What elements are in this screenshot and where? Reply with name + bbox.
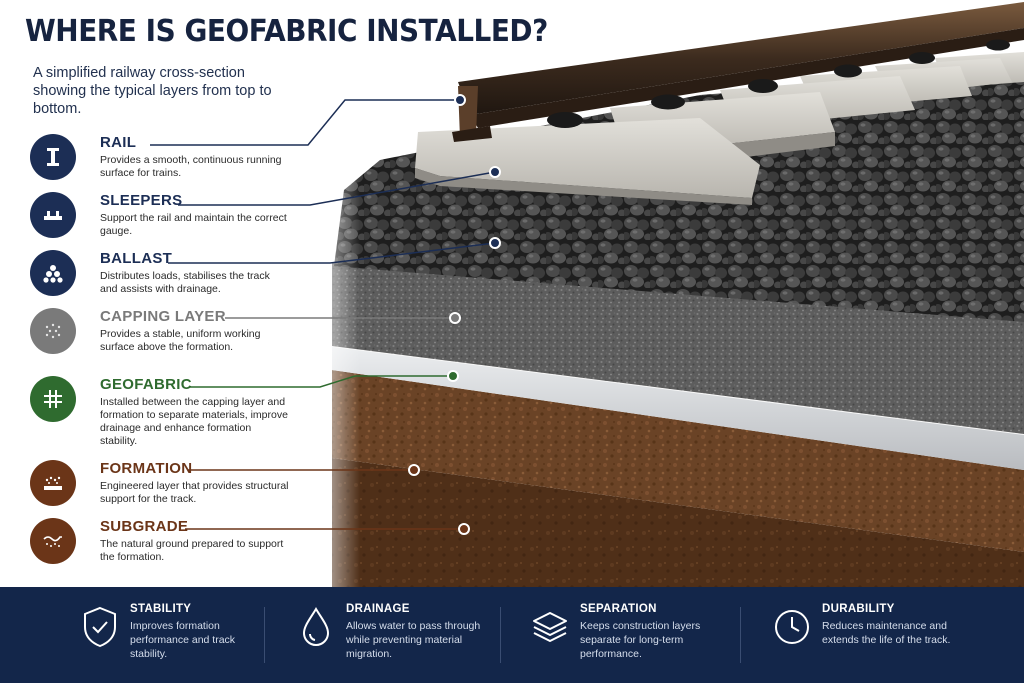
layer-geofabric: GEOFABRIC Installed between the capping … xyxy=(30,376,330,447)
page-title: WHERE IS GEOFABRIC INSTALLED? xyxy=(25,14,548,49)
clock-icon xyxy=(775,610,809,644)
subgrade-icon xyxy=(30,518,76,564)
geofabric-leader xyxy=(190,375,453,388)
layer-description: Distributes loads, stabilises the track … xyxy=(100,270,270,295)
capping-icon xyxy=(30,308,76,354)
feature-description: Allows water to pass through while preve… xyxy=(346,620,481,660)
feature-name: STABILITY xyxy=(130,603,192,615)
shield-check-icon xyxy=(84,606,116,648)
feature-name: SEPARATION xyxy=(580,603,657,615)
layer-name: GEOFABRIC xyxy=(100,376,192,393)
grid-icon xyxy=(30,376,76,422)
layer-name: RAIL xyxy=(100,134,137,151)
layer-capping: CAPPING LAYER Provides a stable, uniform… xyxy=(30,308,330,378)
feature-name: DRAINAGE xyxy=(346,603,410,615)
feature-description: Keeps construction layers separate for l… xyxy=(580,620,701,660)
layer-ballast: BALLAST Distributes loads, stabilises th… xyxy=(30,250,330,320)
layer-description: Support the rail and maintain the correc… xyxy=(100,212,287,237)
ballast-icon xyxy=(30,250,76,296)
layer-name: SUBGRADE xyxy=(100,518,189,535)
layer-rail: RAIL Provides a smooth, continuous runni… xyxy=(30,134,330,204)
feature-description: Reduces maintenance and extends the life… xyxy=(822,620,951,646)
water-drop-icon xyxy=(302,607,330,646)
ballast-leader xyxy=(168,242,496,264)
formation-icon xyxy=(30,460,76,506)
page-subtitle: A simplified railway cross-section showi… xyxy=(33,65,272,117)
feature-name: DURABILITY xyxy=(822,603,895,615)
layer-name: FORMATION xyxy=(100,460,193,477)
geofabric-layer xyxy=(332,346,1024,470)
layer-description: Engineered layer that provides structura… xyxy=(100,480,289,505)
divider xyxy=(740,607,741,663)
rail-icon xyxy=(30,134,76,180)
layers-icon xyxy=(533,612,567,642)
formation-layer xyxy=(332,370,1024,552)
sleepers-leader xyxy=(178,171,496,206)
subgrade-layer xyxy=(332,458,1024,587)
divider xyxy=(264,607,265,663)
layer-description: Provides a smooth, continuous running su… xyxy=(100,154,282,179)
railway-cross-section-illustration xyxy=(150,0,1024,587)
benefits-footer: STABILITY Improves formation performance… xyxy=(0,587,1024,683)
layer-sleepers: SLEEPERS Support the rail and maintain t… xyxy=(30,192,330,262)
rail-leader xyxy=(150,99,458,146)
divider xyxy=(500,607,501,663)
layer-description: Provides a stable, uniform working surfa… xyxy=(100,328,261,353)
layer-description: The natural ground prepared to support t… xyxy=(100,538,284,563)
rail xyxy=(452,2,1024,142)
feature-description: Improves formation performance and track… xyxy=(130,620,236,660)
layer-name: BALLAST xyxy=(100,250,173,267)
sleeper-icon xyxy=(30,192,76,238)
layer-name: SLEEPERS xyxy=(100,192,183,209)
layer-name: CAPPING LAYER xyxy=(100,308,226,325)
layer-subgrade: SUBGRADE The natural ground prepared to … xyxy=(30,518,330,588)
layer-description: Installed between the capping layer and … xyxy=(100,396,288,447)
layer-formation: FORMATION Engineered layer that provides… xyxy=(30,460,330,530)
